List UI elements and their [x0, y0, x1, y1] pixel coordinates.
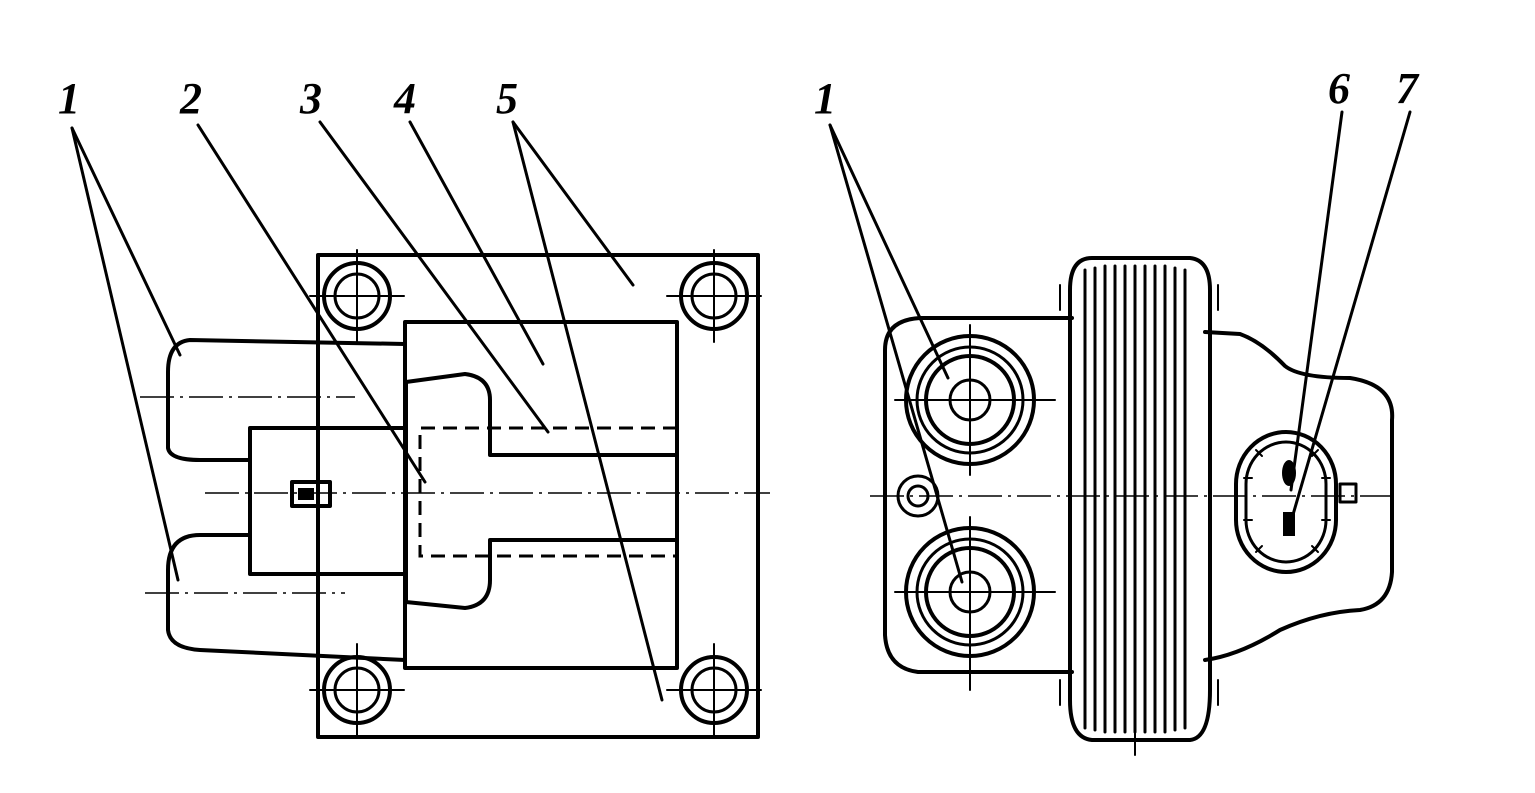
mounting-hole-top-right	[666, 249, 762, 343]
leader-4	[408, 120, 545, 366]
hidden-core-outline	[418, 426, 677, 558]
label-1-right: 1	[814, 74, 836, 123]
connector-latch	[290, 480, 332, 508]
label-7: 7	[1396, 64, 1420, 113]
leader-1-right-lower	[828, 123, 964, 584]
label-1-left: 1	[58, 74, 80, 123]
mounting-hole-bottom-right	[666, 643, 762, 737]
coil-housing	[403, 320, 679, 670]
label-6: 6	[1328, 64, 1350, 113]
terminal-lower	[894, 516, 1056, 673]
leader-2	[196, 123, 427, 484]
leader-5-upper	[511, 120, 635, 287]
leader-1-right-upper	[828, 123, 950, 380]
oval-connector	[1234, 430, 1358, 574]
left-housing	[883, 316, 1074, 674]
core-upper	[404, 372, 679, 457]
core-lower	[404, 380, 679, 610]
laminated-core	[1059, 256, 1219, 756]
right-view: 1 6 7	[814, 64, 1420, 756]
base-plate	[316, 253, 760, 739]
terminal-tower-upper	[166, 338, 407, 462]
label-4: 4	[393, 74, 416, 123]
mounting-hole-top-left	[309, 249, 405, 343]
label-5: 5	[496, 74, 518, 123]
label-3: 3	[299, 74, 322, 123]
leader-7	[1288, 110, 1412, 527]
leader-3	[318, 120, 550, 434]
terminal-upper	[894, 324, 1056, 476]
right-housing	[1203, 330, 1395, 662]
left-view: 1 2 3 4 5	[58, 74, 770, 739]
label-2: 2	[179, 74, 202, 123]
terminal-tower-lower	[166, 533, 407, 662]
leader-5-lower	[511, 120, 664, 702]
leader-1-upper	[70, 126, 182, 357]
leader-1-lower	[70, 126, 180, 582]
leader-6	[1289, 110, 1344, 492]
